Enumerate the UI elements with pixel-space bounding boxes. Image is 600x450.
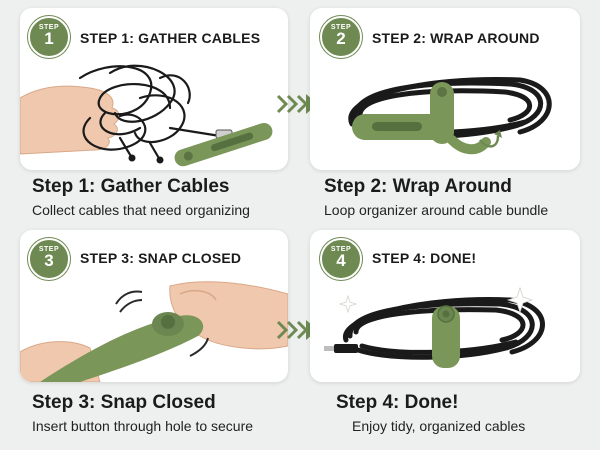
step-4-title: Step 4: Done! <box>336 392 459 413</box>
rotation-arrow-icon <box>479 135 500 148</box>
step-2-card: STEP 2 STEP 2: WRAP AROUND <box>310 8 580 170</box>
badge-label: STEP <box>38 246 60 253</box>
step-1-title: Step 1: Gather Cables <box>32 176 230 197</box>
step-4-card-heading: STEP 4: DONE! <box>372 250 477 266</box>
step-1-card: STEP 1 STEP 1: GATHER CABLES <box>20 8 288 170</box>
gathered-cables-illustration <box>20 64 273 167</box>
badge-number: 4 <box>336 251 346 270</box>
step-4-card: STEP 4 STEP 4: DONE! <box>310 230 580 382</box>
step-2-badge: STEP 2 <box>320 16 362 58</box>
badge-label: STEP <box>330 24 352 31</box>
step-2-description: Loop organizer around cable bundle <box>324 202 549 218</box>
step-4-description: Enjoy tidy, organized cables <box>352 418 526 434</box>
badge-number: 2 <box>336 29 346 48</box>
badge-number: 1 <box>44 29 54 48</box>
step-3-title: Step 3: Snap Closed <box>32 392 216 413</box>
badge-label: STEP <box>330 246 352 253</box>
step-1-description: Collect cables that need organizing <box>32 202 250 218</box>
step-1-card-heading: STEP 1: GATHER CABLES <box>80 30 261 46</box>
step-3-badge: STEP 3 <box>28 238 70 280</box>
organized-cable-illustration <box>324 286 545 368</box>
sparkle-icon <box>506 286 534 314</box>
snap-closed-illustration <box>20 281 288 382</box>
step-4-badge: STEP 4 <box>320 238 362 280</box>
step-2-title: Step 2: Wrap Around <box>324 176 512 197</box>
step-3-card: STEP 3 STEP 3: SNAP CLOSED <box>20 230 288 382</box>
step-1-badge: STEP 1 <box>28 16 70 58</box>
badge-label: STEP <box>38 24 60 31</box>
step-3-description: Insert button through hole to secure <box>32 418 254 434</box>
badge-number: 3 <box>44 251 54 270</box>
wrapped-cable-illustration <box>348 77 552 155</box>
step-3-card-heading: STEP 3: SNAP CLOSED <box>80 250 242 266</box>
step-2-card-heading: STEP 2: WRAP AROUND <box>372 30 540 46</box>
